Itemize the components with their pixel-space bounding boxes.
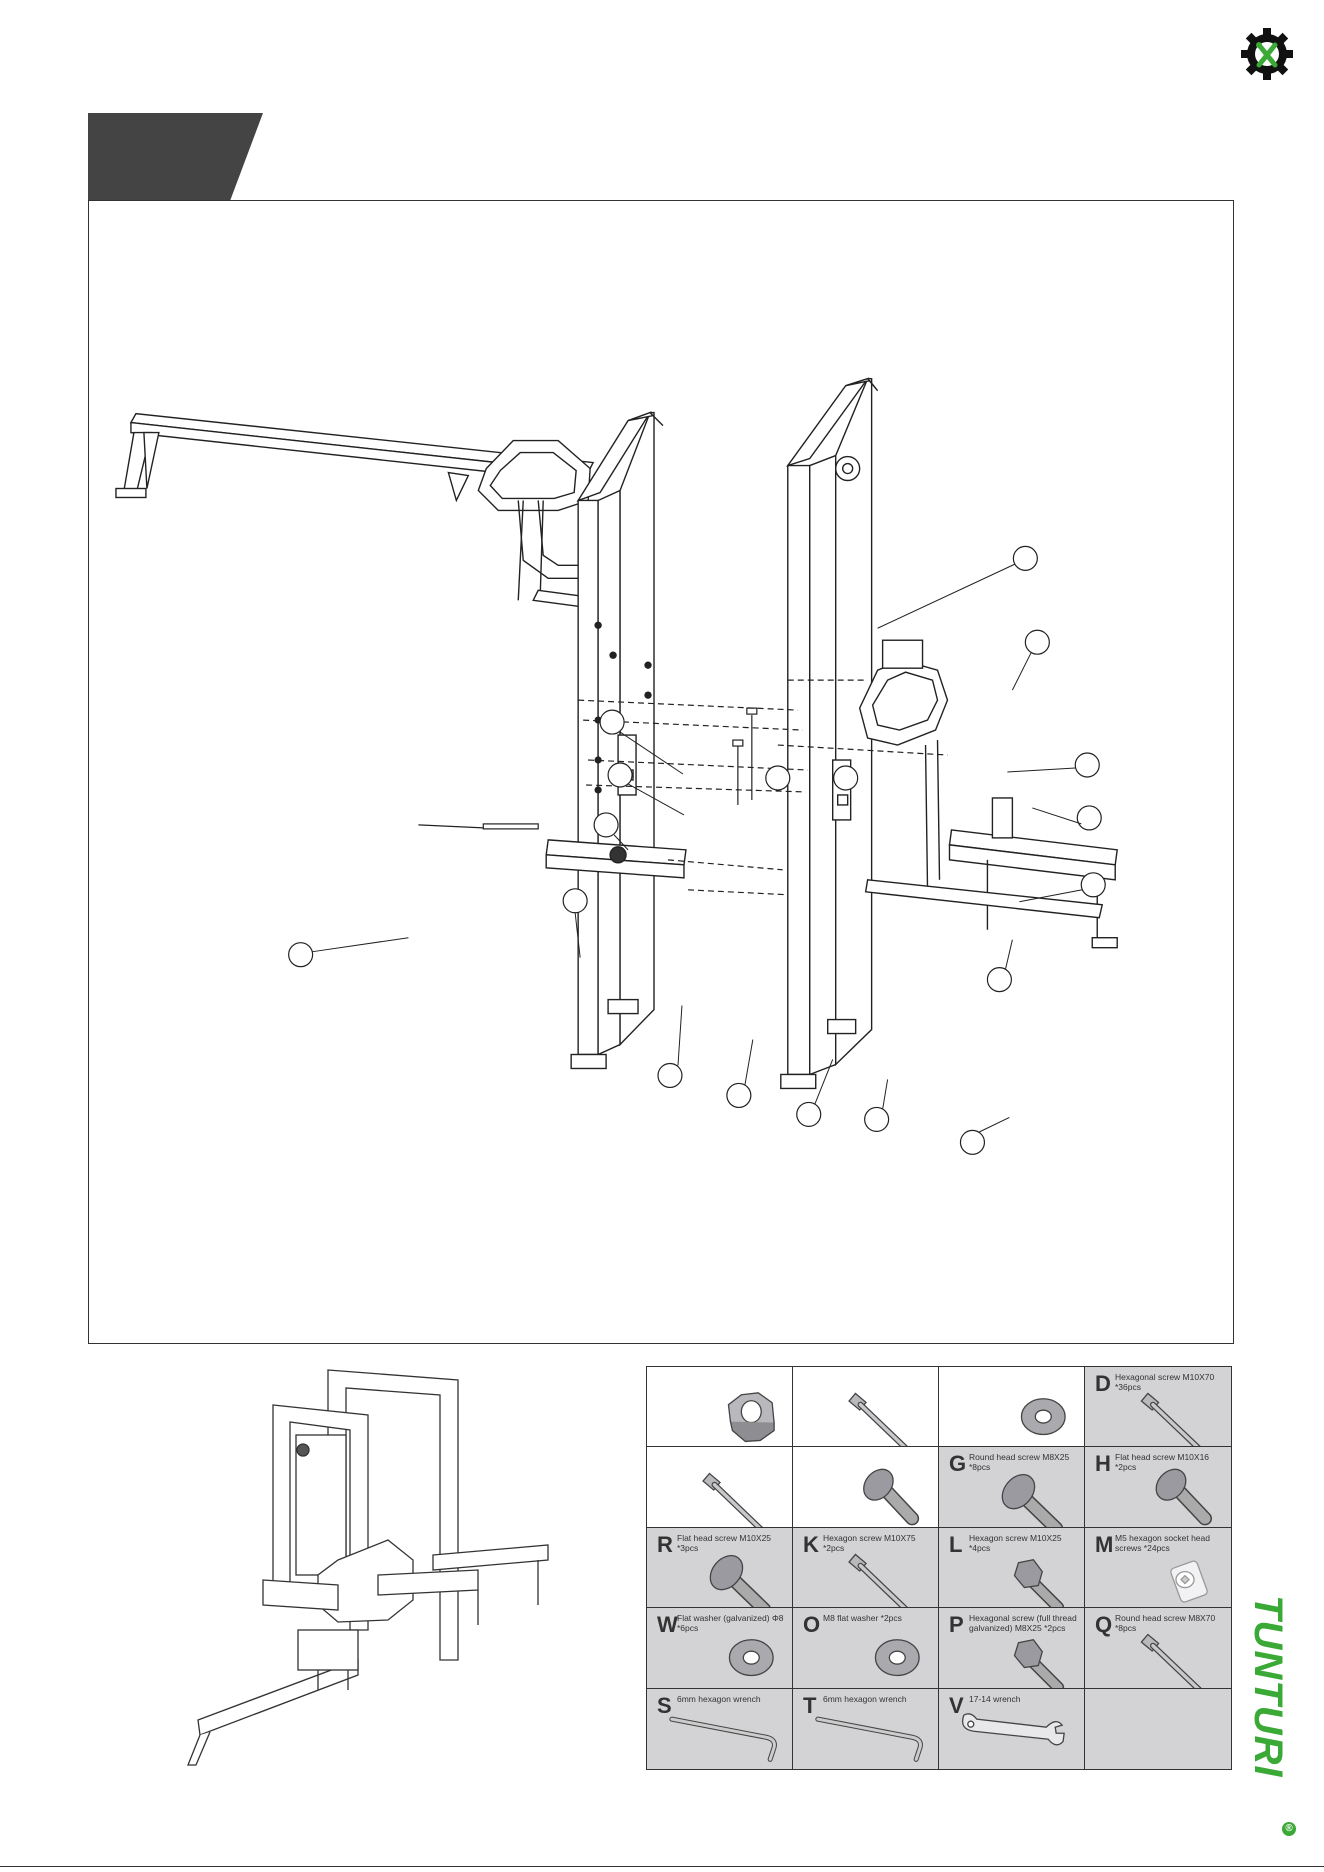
part-letter: K [803, 1531, 819, 1557]
part-description: Round head screw M8X70 *8pcs [1115, 1613, 1216, 1633]
part-description: Hexagon screw M10X75 *2pcs [823, 1532, 916, 1553]
part-letter: Q [1095, 1612, 1113, 1638]
registered-mark: ® [1282, 1822, 1296, 1836]
hex-nut-icon [727, 1392, 775, 1443]
part-description: 17-14 wrench [969, 1693, 1021, 1704]
part-letter: G [949, 1451, 967, 1477]
long-bolt-icon [848, 1553, 909, 1608]
left-bench-rail [115, 412, 595, 503]
part-letter: H [1095, 1451, 1111, 1477]
part-description: Flat washer (galvanized) Φ8 *6pcs [677, 1613, 784, 1633]
part-description: Hexagonal screw (full thread galvanized)… [969, 1613, 1077, 1633]
flat-washer-icon [874, 1639, 920, 1677]
part-description: Flat head screw M10X16 *2pcs [1115, 1452, 1210, 1473]
callout-leaders [312, 563, 1083, 1133]
round-head-screw-icon [1001, 1474, 1063, 1527]
flat-washer-icon [728, 1639, 774, 1677]
part-cell: T 6mm hexagon wrench [793, 1688, 939, 1769]
flat-washer-icon [1020, 1398, 1066, 1436]
step-tab [88, 113, 263, 201]
part-letter: T [803, 1692, 817, 1718]
part-cell [939, 1367, 1085, 1448]
left-upright [570, 411, 664, 1070]
part-description: Flat head screw M10X25 *3pcs [677, 1532, 772, 1553]
open-wrench-icon [961, 1712, 1065, 1746]
right-bench-rail [864, 797, 1118, 949]
part-letter: O [803, 1612, 821, 1638]
socket-screw-icon [1170, 1560, 1208, 1603]
part-letter: L [949, 1531, 963, 1557]
part-cell: V 17-14 wrench [939, 1688, 1085, 1769]
assembled-machine-preview [187, 1369, 549, 1766]
gear-wrench-icon [1241, 28, 1293, 80]
part-letter: D [1095, 1371, 1111, 1396]
part-description: 6mm hexagon wrench [677, 1693, 761, 1704]
part-description: Hexagon screw M10X25 *4pcs [969, 1532, 1062, 1553]
part-description: 6mm hexagon wrench [823, 1693, 907, 1704]
part-letter: V [949, 1692, 964, 1718]
hex-bolt-icon [1013, 1639, 1065, 1688]
part-description: Round head screw M8X25 *8pcs [969, 1452, 1070, 1473]
long-bolt-icon [1140, 1392, 1202, 1447]
part-cell [1085, 1688, 1231, 1769]
brand-logo: TUNTURI [1246, 1595, 1290, 1778]
long-bolt-icon [848, 1392, 909, 1447]
part-cell [793, 1447, 939, 1528]
part-cell: S 6mm hexagon wrench [647, 1688, 793, 1769]
allen-wrench-icon [669, 1716, 777, 1762]
long-bolt-icon [702, 1472, 763, 1527]
flat-head-screw-icon [863, 1469, 920, 1526]
part-description: M8 flat washer *2pcs [823, 1613, 902, 1624]
callout-circles [288, 545, 1106, 1155]
allen-wrench-icon [815, 1716, 923, 1762]
assembly-drawing-frame [88, 200, 1234, 1344]
part-cell [647, 1367, 793, 1448]
right-upright [780, 377, 879, 1090]
flat-head-screw-icon [1155, 1469, 1212, 1526]
part-cell [793, 1367, 939, 1448]
part-letter: P [949, 1612, 964, 1638]
part-letter: R [657, 1531, 673, 1557]
part-description: M5 hexagon socket head screws *24pcs [1115, 1532, 1210, 1553]
part-letter: M [1095, 1531, 1114, 1557]
exploded-assembly-drawing [115, 377, 1118, 1155]
right-octagon-frame [858, 639, 949, 890]
round-head-screw-icon [709, 1554, 771, 1608]
long-bolt-icon [1140, 1633, 1202, 1688]
page-bottom-rule [0, 1866, 1324, 1867]
part-letter: W [657, 1612, 678, 1638]
part-description: Hexagonal screw M10X70 *36pcs [1115, 1372, 1215, 1392]
part-cell [647, 1447, 793, 1528]
part-letter: S [657, 1692, 672, 1718]
center-cross-beam [545, 839, 687, 879]
part-cell: L Hexagon screw M10X25 *4pcs [939, 1527, 1085, 1609]
hex-bolt-icon [1013, 1558, 1065, 1608]
